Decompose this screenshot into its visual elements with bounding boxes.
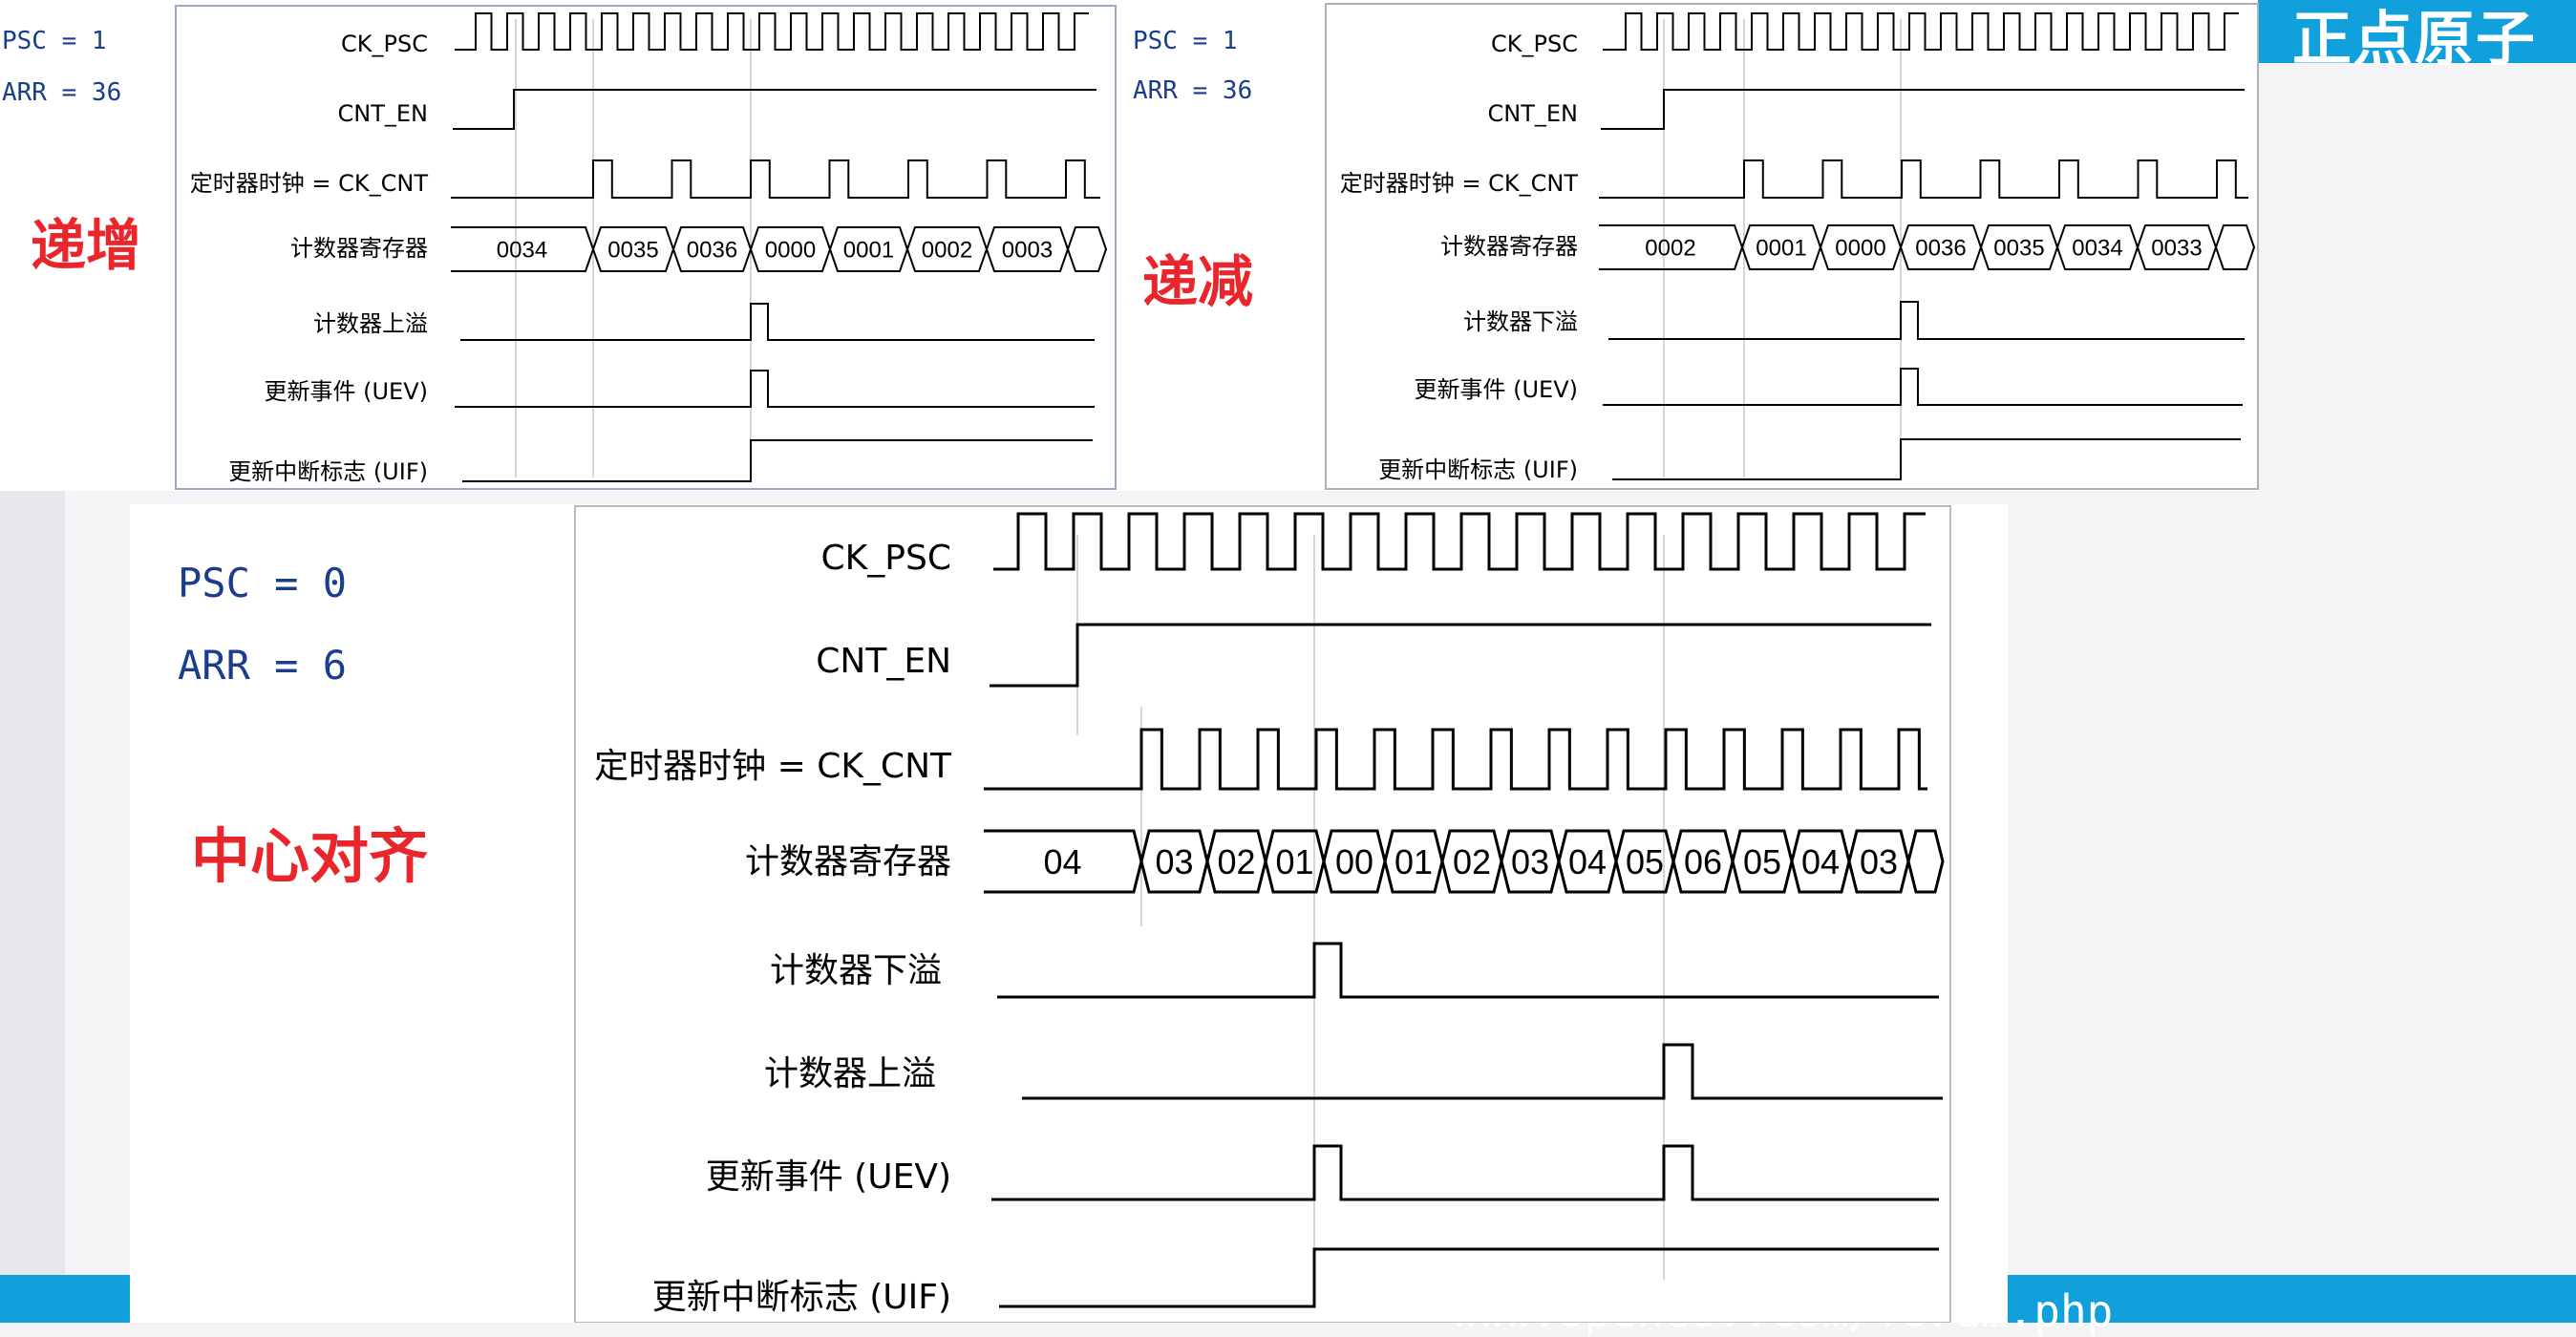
- down-underflow-wave: [1608, 301, 2245, 340]
- down-label-underflow: 计数器下溢: [1463, 308, 1578, 335]
- down-label-uif: 更新中断标志 (UIF): [1378, 456, 1578, 483]
- center-register-value: 02: [1217, 842, 1255, 881]
- up-label-uif: 更新中断标志 (UIF): [228, 458, 428, 485]
- down-panel-frame: [1325, 3, 2259, 490]
- count-down-panel: [1116, 0, 2258, 491]
- center-register-value: 03: [1860, 842, 1898, 881]
- center-aligned-panel: [130, 504, 2008, 1323]
- up-label-counter-register: 计数器寄存器: [290, 235, 428, 262]
- up-label-timer-clock: 定时器时钟 = CK_CNT: [190, 170, 429, 197]
- down-label-timer-clock: 定时器时钟 = CK_CNT: [1340, 170, 1579, 197]
- center-label-underflow: 计数器下溢: [770, 951, 942, 990]
- up-timer-clock-wave: [451, 159, 1100, 199]
- center-overflow-wave: [1022, 1043, 1943, 1100]
- down-uif-wave: [1612, 438, 2241, 480]
- down-register-value: 0034: [2072, 236, 2122, 262]
- center-register-value: 06: [1684, 842, 1722, 881]
- down-label-uev: 更新事件 (UEV): [1414, 376, 1578, 403]
- center-label-ck-psc: CK_PSC: [821, 539, 951, 578]
- up-label-uev: 更新事件 (UEV): [264, 378, 428, 405]
- up-register-cell: [1066, 226, 1108, 272]
- center-label-uev: 更新事件 (UEV): [706, 1157, 951, 1197]
- up-overflow-wave: [460, 303, 1095, 341]
- center-uev-wave: [991, 1144, 1939, 1201]
- brand-logo-text: 正点原子: [2292, 4, 2538, 74]
- up-register-value: 0035: [607, 238, 658, 264]
- center-uif-wave: [999, 1247, 1939, 1308]
- center-register-cell: [1906, 829, 1945, 894]
- center-register-value: 05: [1626, 842, 1664, 881]
- down-register-cell: [2214, 224, 2256, 270]
- down-label-ck-psc: CK_PSC: [1491, 31, 1578, 57]
- center-register-value: 04: [1568, 842, 1607, 881]
- center-panel-frame: [574, 505, 1951, 1323]
- center-underflow-wave: [997, 942, 1939, 999]
- center-register-value: 04: [1801, 842, 1840, 881]
- up-cnt-en-wave: [453, 89, 1096, 130]
- center-mode-label: 中心对齐: [191, 821, 429, 891]
- center-register-value: 05: [1743, 842, 1781, 881]
- up-ck-psc-wave: [455, 12, 1089, 51]
- down-register-value: 0000: [1835, 236, 1885, 262]
- up-mode-label: 递增: [31, 213, 142, 278]
- down-uev-wave: [1603, 368, 2243, 406]
- center-register-value: 00: [1335, 842, 1373, 881]
- up-register-value: 0001: [843, 238, 894, 264]
- down-label-counter-register: 计数器寄存器: [1440, 233, 1578, 260]
- center-register-value: 04: [1043, 842, 1081, 881]
- down-label-cnt-en: CNT_EN: [1488, 100, 1579, 127]
- up-register-value: 0036: [687, 238, 737, 264]
- center-label-counter-register: 计数器寄存器: [745, 842, 951, 881]
- center-register-value: 03: [1511, 842, 1549, 881]
- center-psc-param: PSC = 0: [178, 560, 348, 606]
- down-register-value: 0033: [2151, 236, 2202, 262]
- up-label-overflow: 计数器上溢: [313, 310, 428, 337]
- up-label-cnt-en: CNT_EN: [338, 100, 429, 127]
- center-label-overflow: 计数器上溢: [764, 1054, 936, 1093]
- center-register-value: 01: [1275, 842, 1313, 881]
- down-register-value: 0036: [1915, 236, 1966, 262]
- up-psc-param: PSC = 1: [2, 27, 107, 55]
- down-register-value: 0001: [1756, 236, 1806, 262]
- down-cnt-en-wave: [1601, 89, 2245, 130]
- center-ck-psc-wave: [993, 512, 1926, 571]
- down-mode-label: 递减: [1142, 249, 1254, 314]
- down-register-value: 0002: [1645, 236, 1695, 262]
- center-register-value: 03: [1155, 842, 1193, 881]
- up-register-value: 0003: [1002, 238, 1053, 264]
- down-arr-param: ARR = 36: [1133, 76, 1253, 105]
- down-psc-param: PSC = 1: [1133, 27, 1238, 55]
- center-timer-clock-wave: [984, 728, 1927, 791]
- up-register-value: 0034: [497, 238, 547, 264]
- up-register-value: 0002: [922, 238, 972, 264]
- center-label-timer-clock: 定时器时钟 = CK_CNT: [594, 747, 952, 786]
- up-uif-wave: [462, 439, 1093, 482]
- up-arr-param: ARR = 36: [2, 78, 122, 107]
- down-ck-psc-wave: [1603, 12, 2239, 51]
- center-register-value: 01: [1394, 842, 1433, 881]
- up-register-value: 0000: [765, 238, 816, 264]
- center-label-cnt-en: CNT_EN: [816, 642, 951, 681]
- brand-banner: [2225, 0, 2576, 63]
- center-register-value: 02: [1453, 842, 1491, 881]
- center-label-uif: 更新中断标志 (UIF): [652, 1278, 951, 1317]
- up-panel-frame: [175, 5, 1117, 490]
- count-up-panel: [0, 0, 1116, 491]
- down-register-value: 0035: [1993, 236, 2044, 262]
- down-timer-clock-wave: [1599, 159, 2248, 199]
- center-arr-param: ARR = 6: [178, 642, 348, 689]
- center-cnt-en-wave: [990, 623, 1931, 688]
- up-label-ck-psc: CK_PSC: [341, 31, 428, 57]
- up-uev-wave: [455, 370, 1095, 408]
